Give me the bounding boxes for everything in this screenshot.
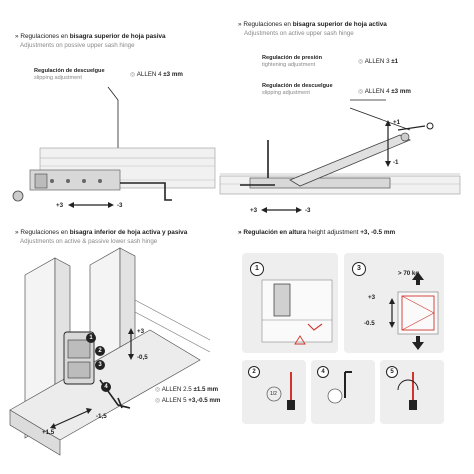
allen-small-label: ◎ ALLEN 2.5 ±1.5 mm	[155, 386, 219, 393]
label-minus3-tr: -3	[305, 207, 311, 214]
subtitle-top-right: Adjustments on active upper sash hinge	[244, 30, 354, 37]
passive-upper-hinge-illustration	[12, 86, 216, 208]
allen-label-tl: ◎ ALLEN 4 ±3 mm	[130, 71, 183, 78]
pressure-es: Regulación de presión	[262, 55, 322, 61]
slip-es-tr: Regulación de descuelgue	[262, 83, 333, 89]
allen-large-label: ◎ ALLEN 5 +3,-0.5 mm	[155, 397, 221, 404]
label-plus3-tr: +3	[250, 207, 258, 214]
label-minus3-tl: -3	[117, 202, 123, 209]
label-height-minus: -0,5	[137, 354, 148, 361]
heading-top-right: » Regulaciones en bisagra superior de ho…	[238, 21, 387, 28]
marker-1: 1	[86, 333, 96, 343]
heading-bottom-left: » Regulaciones en bisagra inferior de ho…	[15, 229, 188, 236]
slip-allen-tr: ◎ ALLEN 4 ±3 mm	[358, 88, 411, 95]
marker-4: 4	[101, 382, 111, 392]
subtitle-top-left: Adjustments on possive upper sash hinge	[20, 42, 135, 49]
step-1-badge: 1	[250, 262, 264, 276]
label-diag-minus: -1,5	[96, 413, 107, 420]
marker-2: 2	[95, 346, 105, 356]
active-upper-hinge-illustration	[219, 99, 461, 213]
heading-top-left: » Regulaciones en bisagra superior de ho…	[15, 33, 166, 40]
br-plus-label: +3	[368, 294, 376, 301]
subtitle-bottom-left: Adjustments on active & passive lower sa…	[20, 238, 158, 245]
step-4-badge: 4	[317, 366, 329, 378]
callout-slip-es: Regulación de descuelgue	[34, 68, 105, 74]
label-minus1: -1	[393, 159, 399, 166]
step-5-badge: 5	[386, 366, 398, 378]
label-height-plus: +3	[137, 328, 145, 335]
marker-3: 3	[95, 360, 105, 370]
pressure-en: tightening adjustment	[262, 62, 316, 68]
label-plus3-tl: +3	[56, 202, 64, 209]
heading-bottom-right: » Regulación en altura height adjustment…	[238, 229, 396, 236]
label-diag-plus: +1,5	[42, 429, 55, 436]
label-plus1: +1	[393, 119, 401, 126]
pressure-allen: ◎ ALLEN 3 ±1	[358, 58, 399, 65]
lower-hinge-illustration	[9, 247, 211, 456]
fraction-label: 1/2	[270, 391, 277, 397]
weight-label: > 70 kg	[398, 270, 420, 277]
step-2-badge: 2	[248, 366, 260, 378]
callout-slip-en: slipping adjustment	[34, 75, 82, 81]
slip-en-tr: slipping adjustment	[262, 90, 310, 96]
br-minus-label: -0.5	[364, 320, 375, 327]
step-3-badge: 3	[352, 262, 366, 276]
